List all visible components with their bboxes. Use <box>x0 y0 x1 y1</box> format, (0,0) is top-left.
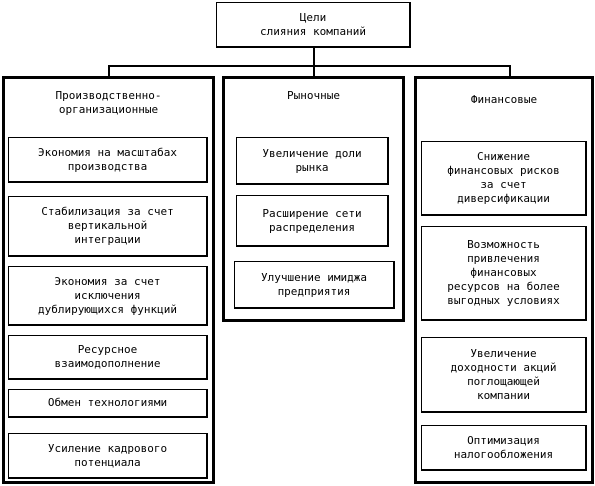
root-goals-box: Цели слияния компаний <box>216 2 411 48</box>
root-stem-connector <box>313 48 315 66</box>
goal-box-attract-financing: Возможность привлечения финансовых ресур… <box>421 226 587 321</box>
goal-label: Увеличение доходности акций поглощающей … <box>450 346 557 402</box>
goal-box-duplicate-functions: Экономия за счет исключения дублирующихс… <box>8 266 208 326</box>
goal-box-personnel-potential: Усиление кадрового потенциала <box>8 433 208 479</box>
goal-label: Возможность привлечения финансовых ресур… <box>447 238 560 307</box>
goal-box-company-image: Улучшение имиджа предприятия <box>234 261 395 309</box>
connector-left <box>108 65 110 77</box>
column-title-market: Рыночные <box>287 89 340 102</box>
goal-box-distribution-network: Расширение сети распределения <box>236 195 389 247</box>
goal-box-vertical-integration: Стабилизация за счет вертикальной интегр… <box>8 196 208 257</box>
goal-label: Стабилизация за счет вертикальной интегр… <box>41 205 174 246</box>
goal-label: Усиление кадрового потенциала <box>47 441 168 469</box>
goal-label: Снижение финансовых рисков за счет дивер… <box>447 150 560 205</box>
goal-label: Ресурсное взаимодополнение <box>54 343 161 370</box>
goal-label: Расширение сети распределения <box>262 206 362 234</box>
goal-box-scale-economy: Экономия на масштабах производства <box>8 137 208 183</box>
goal-label: Экономия на масштабах производства <box>37 145 178 173</box>
goal-label: Оптимизация налогообложения <box>453 433 554 461</box>
horizontal-connector <box>108 65 510 67</box>
goal-box-tax-optimization: Оптимизация налогообложения <box>421 425 587 471</box>
goal-label: Увеличение доли рынка <box>262 146 362 174</box>
goal-box-share-yield: Увеличение доходности акций поглощающей … <box>421 337 587 413</box>
column-title-financial: Финансовые <box>470 93 538 106</box>
goal-label: Обмен технологиями <box>47 396 168 409</box>
connector-right <box>509 65 511 77</box>
goal-label: Экономия за счет исключения дублирующихс… <box>37 274 178 316</box>
goal-label: Улучшение имиджа предприятия <box>261 270 367 298</box>
connector-middle <box>313 65 315 77</box>
root-goals-label: Цели слияния компаний <box>260 10 366 38</box>
goal-box-market-share: Увеличение доли рынка <box>236 137 389 185</box>
goal-box-financial-risk: Снижение финансовых рисков за счет дивер… <box>421 141 587 216</box>
goal-box-resource-complementarity: Ресурсное взаимодополнение <box>8 335 208 380</box>
goal-box-technology-exchange: Обмен технологиями <box>8 389 208 418</box>
column-title-production: Производственно- организационные <box>55 89 162 116</box>
